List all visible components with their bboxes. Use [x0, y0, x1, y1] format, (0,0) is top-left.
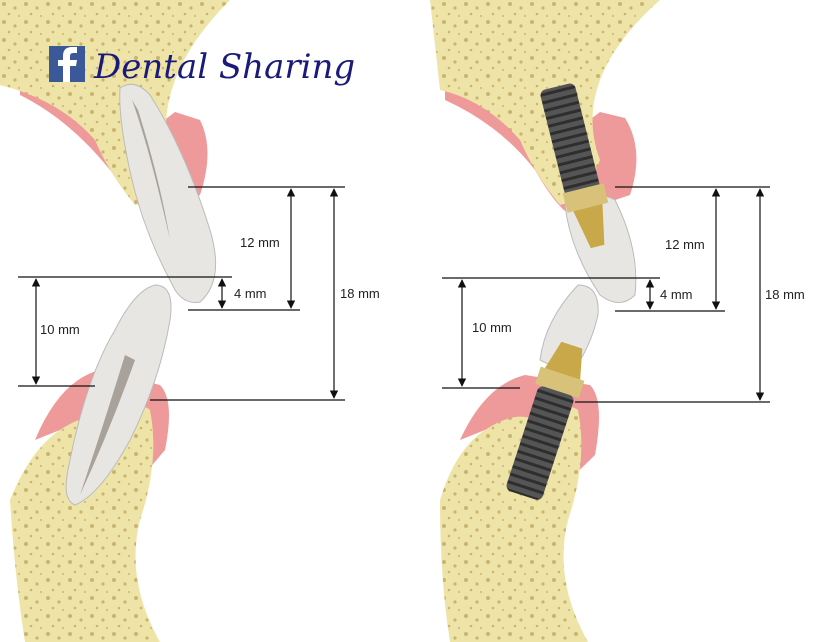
lower-bone	[440, 406, 588, 642]
left-panel: 12 mm 4 mm 18 mm 10 mm	[0, 0, 380, 642]
dental-sharing-logo: Dental Sharing	[49, 46, 355, 87]
lower-bone	[10, 406, 160, 642]
label-4mm: 4 mm	[234, 286, 267, 301]
right-panel: 12 mm 4 mm 18 mm 10 mm	[430, 0, 805, 642]
label-18mm: 18 mm	[765, 287, 805, 302]
upper-implant	[540, 83, 609, 249]
label-4mm: 4 mm	[660, 287, 693, 302]
label-10mm: 10 mm	[472, 320, 512, 335]
upper-tooth	[119, 83, 217, 303]
lower-implant	[506, 341, 585, 500]
label-12mm: 12 mm	[665, 237, 705, 252]
lower-tooth-canal	[80, 355, 135, 495]
label-12mm: 12 mm	[240, 235, 280, 250]
label-18mm: 18 mm	[340, 286, 380, 301]
label-10mm: 10 mm	[40, 322, 80, 337]
logo-text: Dental Sharing	[93, 47, 355, 87]
lower-crown	[539, 284, 599, 376]
facebook-icon	[49, 46, 85, 82]
